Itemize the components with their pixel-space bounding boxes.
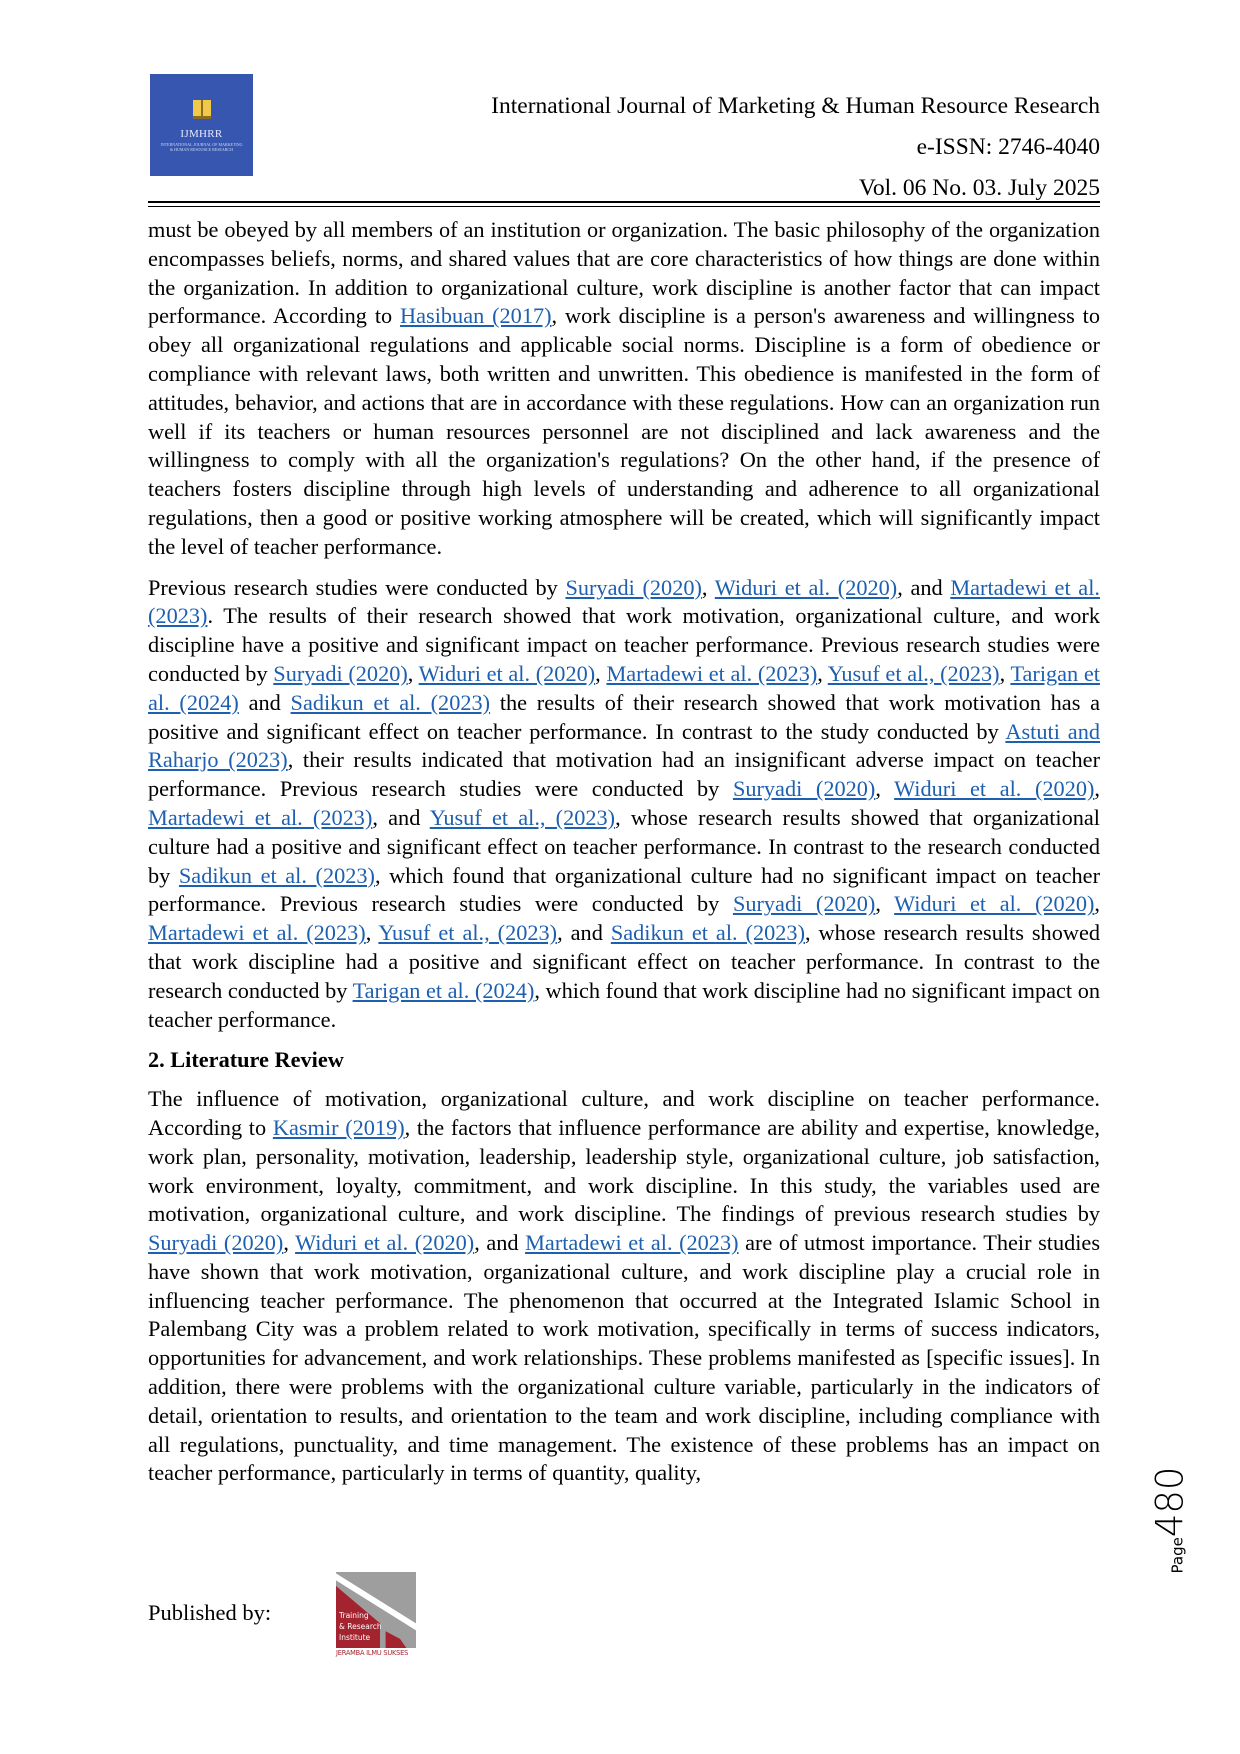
section-heading: 2. Literature Review	[148, 1047, 344, 1073]
publisher-logo: Training & Research Institute JERAMBA IL…	[336, 1572, 416, 1660]
journal-logo-full-name: INTERNATIONAL JOURNAL OF MARKETING & HUM…	[160, 142, 243, 152]
paragraph: must be obeyed by all members of an inst…	[148, 217, 1100, 559]
citation-link[interactable]: Suryadi (2020)	[732, 776, 876, 802]
citation-link[interactable]: Sadikun et al. (2023)	[178, 862, 375, 888]
citation-link[interactable]: Suryadi (2020)	[273, 660, 408, 686]
paragraph: The influence of motivation, organizatio…	[148, 1086, 1101, 1486]
book-icon	[192, 100, 211, 119]
publisher-logo-line: & Research	[339, 1622, 382, 1631]
page-number-value: 480	[1148, 1466, 1192, 1538]
running-header: International Journal of Marketing & Hum…	[491, 86, 1100, 209]
header-rule-thick	[148, 201, 1100, 203]
citation-link[interactable]: Tarigan et al. (2024)	[148, 660, 1100, 715]
citation-link[interactable]: Martadewi et al. (2023)	[606, 660, 818, 686]
page-number-prefix: Page	[1168, 1537, 1187, 1574]
publisher-logo-line: Institute	[339, 1633, 371, 1642]
paragraph: Previous research studies were conducted…	[148, 574, 1101, 1032]
citation-link[interactable]: Widuri et al. (2020)	[418, 660, 596, 686]
citation-link[interactable]: Martadewi et al. (2023)	[148, 574, 1100, 629]
citation-link[interactable]: Suryadi (2020)	[148, 1230, 284, 1256]
citation-link[interactable]: Widuri et al. (2020)	[714, 574, 898, 600]
citation-link[interactable]: Martadewi et al. (2023)	[525, 1230, 739, 1256]
citation-link[interactable]: Widuri et al. (2020)	[894, 776, 1095, 802]
citation-link[interactable]: Hasibuan (2017)	[400, 303, 552, 329]
citation-link[interactable]: Sadikun et al. (2023)	[290, 689, 491, 715]
article-body: must be obeyed by all members of an inst…	[148, 216, 1100, 1500]
citation-link[interactable]: Kasmir (2019)	[272, 1114, 405, 1140]
header-rule-thin	[148, 206, 1100, 207]
citation-link[interactable]: Suryadi (2020)	[732, 891, 876, 917]
citation-link[interactable]: Widuri et al. (2020)	[894, 891, 1095, 917]
bridge-icon: Training & Research Institute	[336, 1572, 416, 1648]
citation-link[interactable]: Yusuf et al., (2023)	[378, 920, 558, 946]
citation-link[interactable]: Widuri et al. (2020)	[295, 1230, 475, 1256]
journal-logo: IJMHRR INTERNATIONAL JOURNAL OF MARKETIN…	[150, 74, 253, 176]
journal-volume: Vol. 06 No. 03. July 2025	[858, 175, 1100, 201]
journal-logo-abbr: IJMHRR	[180, 128, 223, 140]
journal-issn: e-ISSN: 2746-4040	[916, 134, 1100, 160]
published-by-label: Published by:	[148, 1600, 272, 1625]
citation-link[interactable]: Astuti and Raharjo (2023)	[148, 718, 1100, 773]
citation-link[interactable]: Martadewi et al. (2023)	[148, 920, 366, 946]
citation-link[interactable]: Yusuf et al., (2023)	[827, 660, 1000, 686]
citation-link[interactable]: Tarigan et al. (2024)	[352, 977, 535, 1003]
citation-link[interactable]: Yusuf et al., (2023)	[429, 804, 616, 830]
publisher-tagline: JERAMBA ILMU SUKSES	[336, 1649, 409, 1657]
journal-title: International Journal of Marketing & Hum…	[491, 93, 1100, 119]
citation-link[interactable]: Sadikun et al. (2023)	[610, 920, 805, 946]
publisher-logo-line: Training	[339, 1611, 369, 1620]
citation-link[interactable]: Suryadi (2020)	[565, 574, 702, 600]
page-number: Page480	[1148, 1455, 1192, 1585]
citation-link[interactable]: Martadewi et al. (2023)	[148, 804, 373, 830]
